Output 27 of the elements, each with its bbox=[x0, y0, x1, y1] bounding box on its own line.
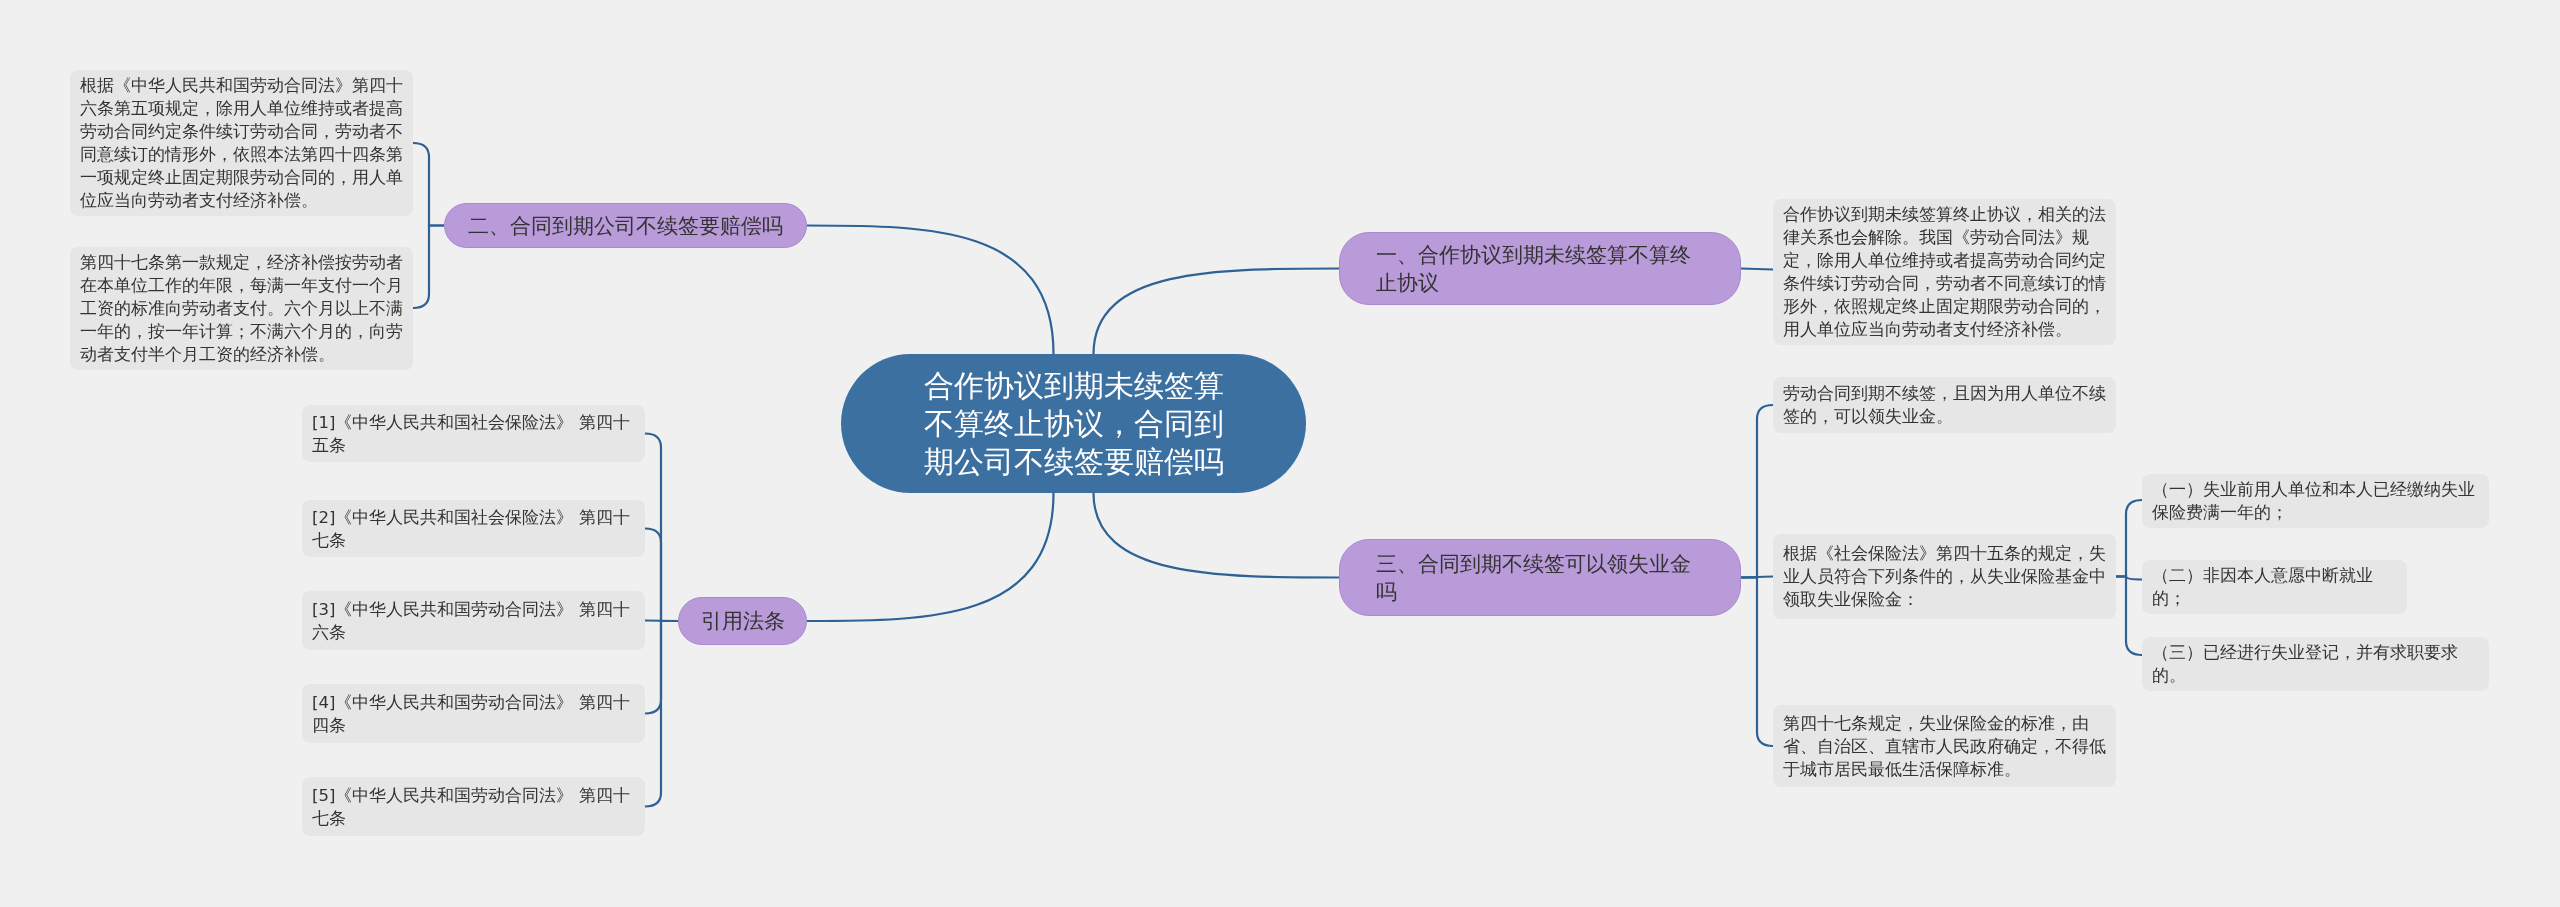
topic-pill: 一、合作协议到期未续签算不算终止协议 bbox=[1339, 232, 1741, 305]
connector-line bbox=[2116, 575, 2143, 657]
connector-line bbox=[1740, 267, 1774, 271]
note-box: 第四十七条规定，失业保险金的标准，由省、自治区、直辖市人民政府确定，不得低于城市居民最低生活保障标准。 bbox=[1773, 705, 2116, 787]
note-box: 合作协议到期未续签算终止协议，相关的法律关系也会解除。我国《劳动合同法》规定，除用人单位维持或者提高劳动合同约定条件续订劳动合同，劳动者不同意续订的情形外，依照规定终止固定期限劳动合同的，用人单位应当向劳动者支付经济补偿。 bbox=[1773, 199, 2116, 345]
connector-line bbox=[1092, 492, 1339, 579]
note-box: [4]《中华人民共和国劳动合同法》 第四十四条 bbox=[302, 684, 645, 743]
connector-line bbox=[1092, 267, 1339, 355]
note-box: （二）非因本人意愿中断就业的； bbox=[2142, 560, 2407, 614]
topic-pill: 二、合同到期公司不续签要赔偿吗 bbox=[444, 203, 807, 248]
note-box: 根据《中华人民共和国劳动合同法》第四十六条第五项规定，除用人单位维持或者提高劳动合同约定条件续订劳动合同，劳动者不同意续订的情形外，依照本法第四十四条第一项规定终止固定期限劳动合同的，用人单位应当向劳动者支付经济补偿。 bbox=[70, 70, 413, 216]
topic-pill: 引用法条 bbox=[678, 597, 807, 645]
note-box: 劳动合同到期不续签，且因为用人单位不续签的，可以领失业金。 bbox=[1773, 377, 2116, 433]
note-box: [5]《中华人民共和国劳动合同法》 第四十七条 bbox=[302, 777, 645, 836]
note-box: （一）失业前用人单位和本人已经缴纳失业保险费满一年的； bbox=[2142, 474, 2489, 528]
note-box: [1]《中华人民共和国社会保险法》 第四十五条 bbox=[302, 405, 645, 462]
note-box: 根据《社会保险法》第四十五条的规定，失业人员符合下列条件的，从失业保险基金中领取失业保险金： bbox=[1773, 534, 2116, 619]
connector-line bbox=[412, 224, 444, 310]
connector-line bbox=[1741, 576, 1774, 748]
note-box: [3]《中华人民共和国劳动合同法》 第四十六条 bbox=[302, 591, 645, 650]
connector-line bbox=[807, 224, 1055, 355]
note-box: （三）已经进行失业登记，并有求职要求的。 bbox=[2142, 637, 2489, 691]
connector-line bbox=[807, 492, 1055, 623]
central-topic: 合作协议到期未续签算不算终止协议，合同到期公司不续签要赔偿吗 bbox=[841, 354, 1306, 493]
note-box: 第四十七条第一款规定，经济补偿按劳动者在本单位工作的年限，每满一年支付一个月工资的标准向劳动者支付。六个月以上不满一年的，按一年计算；不满六个月的，向劳动者支付半个月工资的经济补偿。 bbox=[70, 247, 413, 370]
note-box: [2]《中华人民共和国社会保险法》 第四十七条 bbox=[302, 500, 645, 557]
topic-pill: 三、合同到期不续签可以领失业金吗 bbox=[1339, 539, 1741, 616]
